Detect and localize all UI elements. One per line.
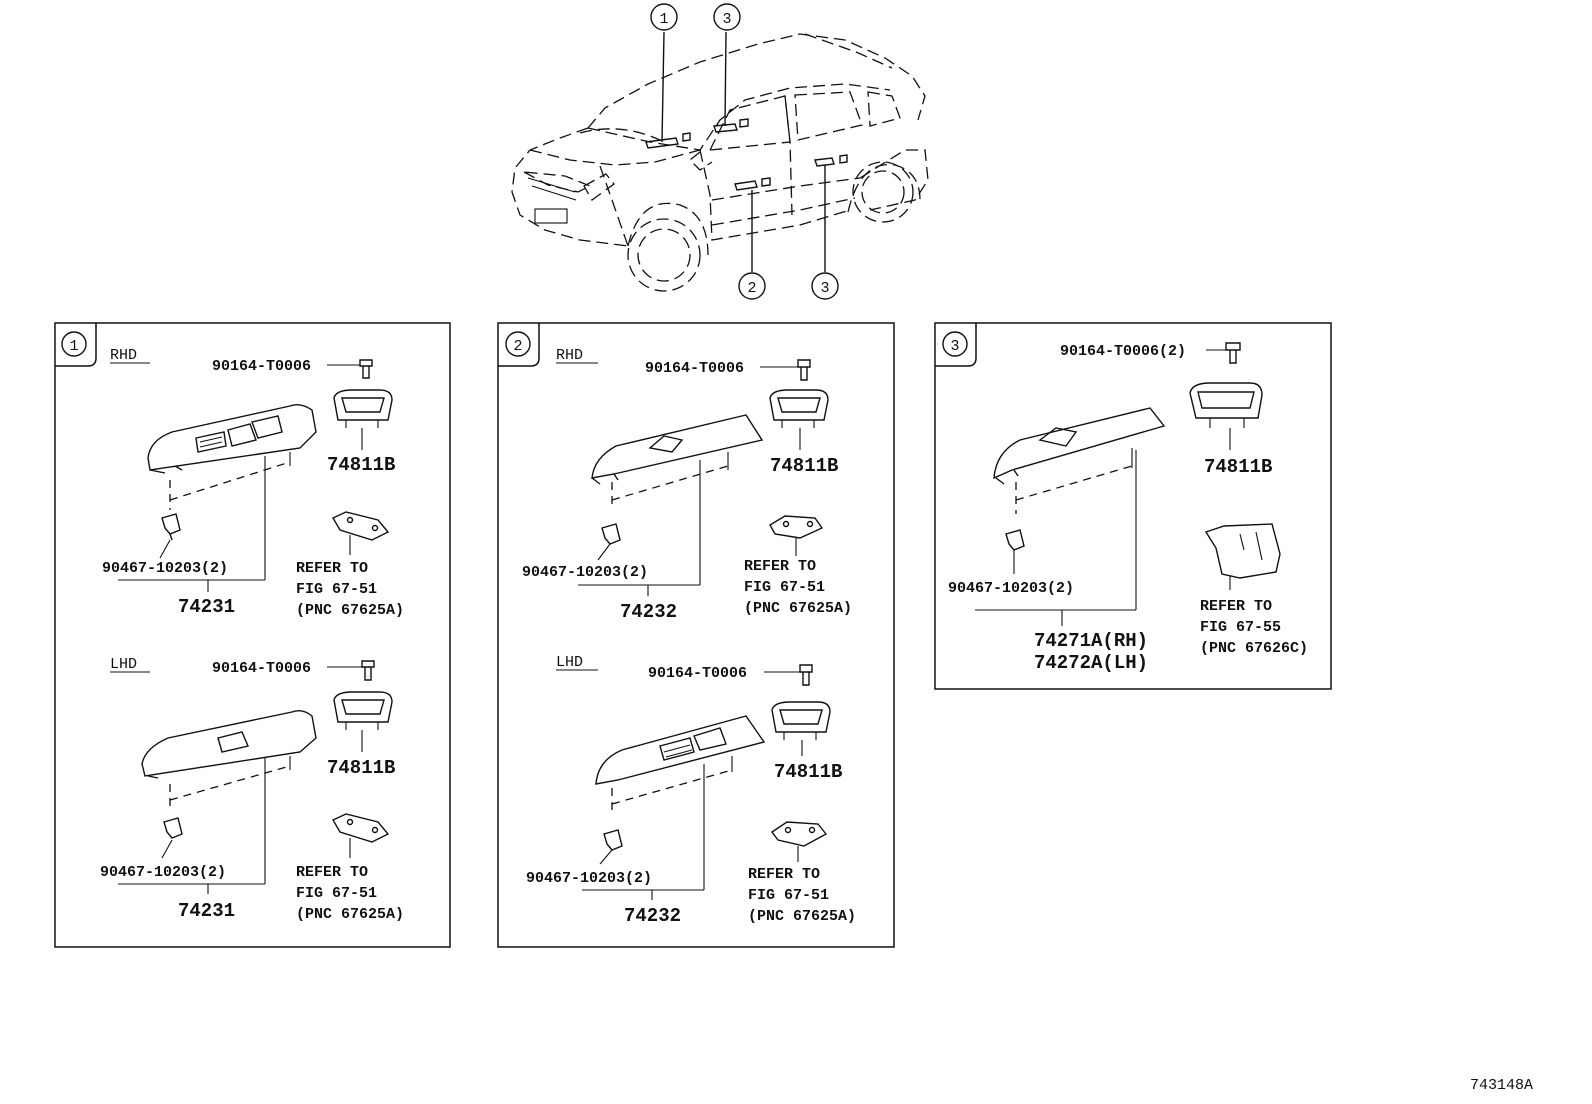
part-number-lh: 74272A(LH) bbox=[1034, 652, 1148, 674]
part-number-rh: 74271A(RH) bbox=[1034, 630, 1148, 652]
svg-text:3: 3 bbox=[820, 280, 829, 297]
panel-3-badge: 3 bbox=[950, 338, 959, 355]
bezel-label: 74811B bbox=[327, 757, 395, 779]
part-number-label: 74232 bbox=[624, 905, 681, 927]
callout-2: 2 bbox=[738, 272, 766, 300]
refer-line-2: FIG 67-51 bbox=[748, 887, 829, 904]
refer-line-1: REFER TO bbox=[744, 558, 816, 575]
part-number-label: 74232 bbox=[620, 601, 677, 623]
part-number-label: 74231 bbox=[178, 900, 235, 922]
refer-line-1: REFER TO bbox=[296, 560, 368, 577]
svg-text:3: 3 bbox=[722, 11, 731, 28]
svg-text:1: 1 bbox=[659, 11, 668, 28]
refer-line-3: (PNC 67625A) bbox=[296, 602, 404, 619]
bezel-label: 74811B bbox=[774, 761, 842, 783]
refer-line-3: (PNC 67625A) bbox=[748, 908, 856, 925]
panel-2-lhd: LHD 90164-T0006 74811B bbox=[526, 654, 856, 927]
refer-line-1: REFER TO bbox=[1200, 598, 1272, 615]
part-number-label: 74231 bbox=[178, 596, 235, 618]
refer-line-3: (PNC 67625A) bbox=[296, 906, 404, 923]
callout-3-top: 3 bbox=[713, 3, 741, 31]
clip-label: 90467-10203(2) bbox=[100, 864, 226, 881]
panel-2-badge: 2 bbox=[513, 338, 522, 355]
screw-label: 90164-T0006 bbox=[648, 665, 747, 682]
lhd-tag: LHD bbox=[556, 654, 583, 671]
screw-label: 90164-T0006 bbox=[645, 360, 744, 377]
callout-3-bottom: 3 bbox=[811, 272, 839, 300]
figure-id: 743148A bbox=[1470, 1077, 1533, 1094]
clip-label: 90467-10203(2) bbox=[102, 560, 228, 577]
vehicle-illustration bbox=[511, 31, 929, 292]
refer-line-2: FIG 67-55 bbox=[1200, 619, 1281, 636]
screw-label: 90164-T0006 bbox=[212, 358, 311, 375]
refer-line-2: FIG 67-51 bbox=[744, 579, 825, 596]
bezel-label: 74811B bbox=[770, 455, 838, 477]
clip-label: 90467-10203(2) bbox=[526, 870, 652, 887]
panel-1-lhd: LHD 90164-T0006 74811B bbox=[100, 656, 404, 923]
panel-2: 2 RHD 90164-T0006 74811B bbox=[497, 322, 895, 948]
refer-line-1: REFER TO bbox=[748, 866, 820, 883]
screw-label: 90164-T0006 bbox=[212, 660, 311, 677]
refer-line-3: (PNC 67625A) bbox=[744, 600, 852, 617]
bezel-label: 74811B bbox=[327, 454, 395, 476]
panel-1-rhd: RHD 90164-T0006 74811B bbox=[102, 347, 404, 619]
panel-1-badge: 1 bbox=[69, 338, 78, 355]
panel-1: 1 RHD 90164-T0006 74811B bbox=[54, 322, 451, 948]
panel-3: 3 90164-T0006(2) 74811B 90467-10203(2) 7… bbox=[934, 322, 1332, 690]
clip-label: 90467-10203(2) bbox=[522, 564, 648, 581]
refer-line-3: (PNC 67626C) bbox=[1200, 640, 1308, 657]
callout-1: 1 bbox=[650, 3, 678, 31]
screw-label: 90164-T0006(2) bbox=[1060, 343, 1186, 360]
rhd-tag: RHD bbox=[556, 347, 583, 364]
svg-text:2: 2 bbox=[747, 280, 756, 297]
rhd-tag: RHD bbox=[110, 347, 137, 364]
bezel-label: 74811B bbox=[1204, 456, 1272, 478]
clip-label: 90467-10203(2) bbox=[948, 580, 1074, 597]
lhd-tag: LHD bbox=[110, 656, 137, 673]
refer-line-2: FIG 67-51 bbox=[296, 581, 377, 598]
refer-line-1: REFER TO bbox=[296, 864, 368, 881]
refer-line-2: FIG 67-51 bbox=[296, 885, 377, 902]
panel-2-rhd: RHD 90164-T0006 74811B bbox=[522, 347, 852, 623]
